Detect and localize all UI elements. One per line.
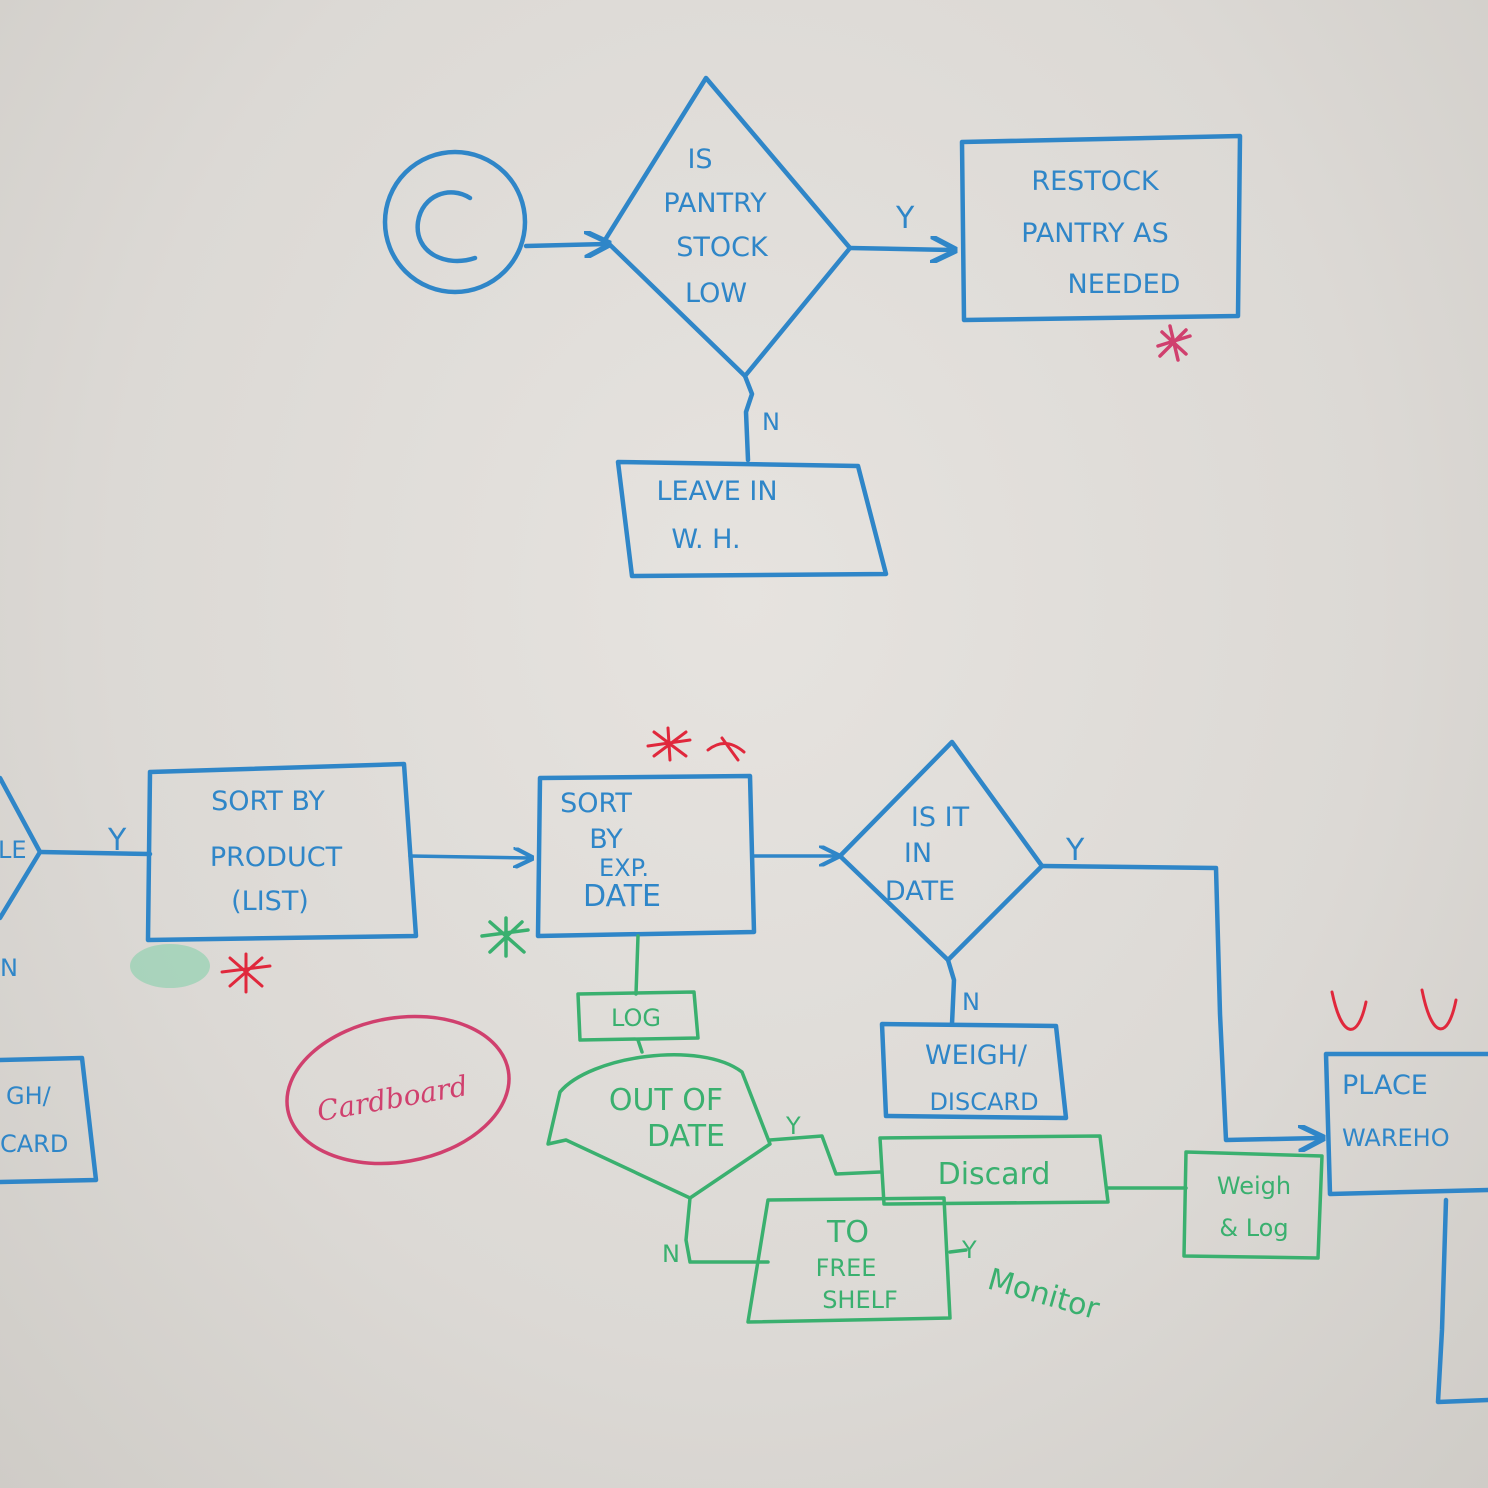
sort-product-line-1: SORT BY	[211, 786, 325, 817]
place-line-1: PLACE	[1342, 1070, 1428, 1101]
green-smudge	[130, 944, 210, 988]
cardboard-text: Cardboard	[315, 1069, 471, 1128]
red-checkmark-1	[1330, 990, 1368, 1031]
place-downward-connector	[1435, 1197, 1488, 1405]
line-out-of-date-yes	[768, 1134, 882, 1176]
monitor-text: Monitor	[984, 1262, 1104, 1327]
arrow-start-to-decision	[523, 244, 606, 246]
place-warehouse-box: PLACE WAREHO	[1323, 1051, 1488, 1197]
arrow-product-to-exp	[408, 856, 530, 858]
leave-in-warehouse-box: LEAVE IN W. H.	[615, 459, 889, 579]
line-out-of-date-no	[684, 1196, 770, 1264]
line-log-to-out-of-date	[636, 1038, 644, 1054]
in-date-line-3: DATE	[885, 876, 955, 907]
left-partial-diamond: LE	[0, 775, 43, 921]
pantry-decision-line-3: STOCK	[676, 232, 769, 263]
cardboard-note: Cardboard	[285, 1014, 511, 1166]
free-shelf-box: TO FREE SHELF	[746, 1196, 952, 1324]
label-y-free-shelf: Y	[961, 1236, 977, 1264]
arrow-decision-to-restock	[847, 248, 952, 250]
line-in-date-yes	[1039, 863, 1320, 1140]
line-decision-to-leave	[742, 373, 755, 463]
label-y-left: Y	[107, 823, 127, 858]
place-line-2: WAREHO	[1342, 1124, 1450, 1152]
left-box-line-2: CARD	[0, 1130, 68, 1158]
line-in-date-no	[945, 957, 957, 1027]
red-squiggle-sort-exp	[706, 736, 746, 762]
sort-by-exp-date-box: SORT BY EXP. DATE	[535, 773, 757, 939]
line-exp-to-log	[634, 934, 640, 996]
discard-text: Discard	[938, 1157, 1051, 1192]
green-asterisk-sort-exp	[480, 916, 530, 958]
left-label-n: N	[0, 954, 18, 982]
out-of-date-decision: OUT OF DATE	[546, 1053, 772, 1200]
restock-line-1: RESTOCK	[1031, 166, 1160, 197]
leave-line-1: LEAVE IN	[656, 476, 777, 507]
label-y-top: Y	[895, 201, 915, 236]
free-shelf-line-3: SHELF	[822, 1286, 898, 1314]
leave-line-2: W. H.	[671, 524, 740, 555]
log-text: LOG	[611, 1004, 661, 1032]
label-y-in-date: Y	[1065, 833, 1085, 868]
sort-exp-line-3: EXP.	[599, 854, 649, 882]
sort-product-line-3: (LIST)	[231, 886, 309, 917]
log-box: LOG	[576, 990, 700, 1042]
left-partial-weigh-box: GH/ CARD	[0, 1055, 99, 1185]
label-n-out-of-date: N	[662, 1240, 680, 1268]
line-left-to-sort-product	[37, 849, 153, 857]
sort-exp-line-2: BY	[589, 824, 623, 855]
weigh-discard-line-1: WEIGH/	[925, 1040, 1028, 1071]
restock-line-2: PANTRY AS	[1021, 218, 1168, 249]
weigh-log-line-1: Weigh	[1217, 1172, 1291, 1200]
sort-by-product-box: SORT BY PRODUCT (LIST)	[145, 761, 419, 943]
restock-asterisk	[1156, 324, 1192, 362]
sort-product-line-2: PRODUCT	[210, 842, 343, 873]
left-diamond-text: LE	[0, 836, 27, 864]
pantry-decision-line-1: IS	[687, 144, 712, 175]
sort-exp-line-4: DATE	[583, 879, 661, 914]
weigh-log-box: Weigh & Log	[1182, 1150, 1324, 1260]
label-n-top: N	[762, 408, 780, 436]
left-box-line-1: GH/	[6, 1082, 52, 1110]
discard-box: Discard	[878, 1134, 1110, 1206]
red-checkmark-2	[1420, 988, 1458, 1031]
label-y-out-of-date: Y	[785, 1112, 801, 1140]
sort-exp-line-1: SORT	[560, 788, 632, 819]
restock-line-3: NEEDED	[1068, 269, 1181, 300]
in-date-line-2: IN	[904, 838, 932, 869]
pantry-decision-line-4: LOW	[685, 278, 747, 309]
free-shelf-line-1: TO	[826, 1215, 869, 1250]
line-free-shelf-to-monitor	[948, 1248, 968, 1254]
pantry-stock-decision: IS PANTRY STOCK LOW	[602, 75, 853, 379]
weigh-log-line-2: & Log	[1219, 1214, 1288, 1242]
pantry-decision-line-2: PANTRY	[663, 188, 767, 219]
red-asterisk-sort-product	[220, 952, 272, 994]
in-date-line-1: IS IT	[911, 802, 970, 833]
weigh-discard-line-2: DISCARD	[929, 1088, 1038, 1116]
restock-pantry-box: RESTOCK PANTRY AS NEEDED	[959, 133, 1243, 323]
out-of-date-line-1: OUT OF	[609, 1083, 723, 1118]
label-n-in-date: N	[962, 988, 980, 1016]
free-shelf-line-2: FREE	[816, 1254, 877, 1282]
in-date-decision: IS IT IN DATE	[837, 739, 1045, 963]
red-asterisk-sort-exp	[646, 726, 692, 762]
weigh-discard-box: WEIGH/ DISCARD	[879, 1021, 1069, 1121]
start-spiral-node	[382, 149, 528, 295]
out-of-date-line-2: DATE	[647, 1119, 725, 1154]
